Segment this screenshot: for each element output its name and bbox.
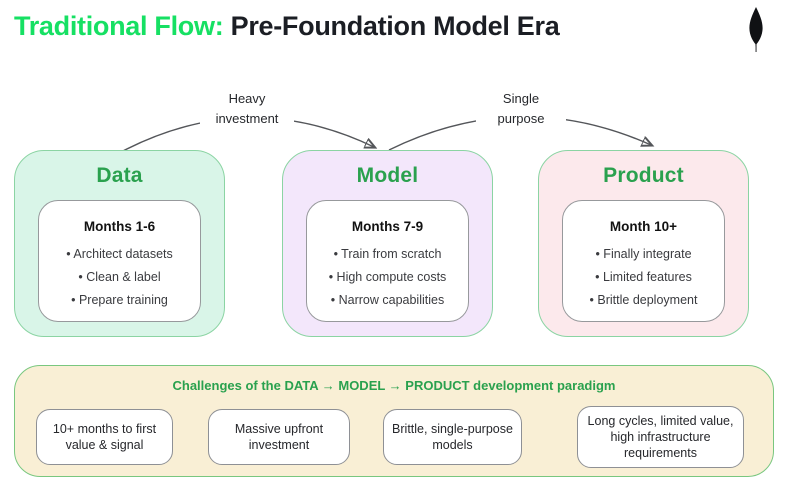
page-title-rest: Pre-Foundation Model Era (223, 11, 560, 41)
stage-period: Months 7-9 (351, 219, 424, 234)
arrow-label-single-purpose: Single purpose (476, 89, 566, 129)
arrow-label-heavy-investment: Heavy investment (200, 89, 294, 129)
stage-box-product: Product Month 10+ • Finally integrate • … (538, 150, 749, 337)
mongodb-leaf-icon (745, 6, 767, 54)
stage-item: • Architect datasets (66, 247, 173, 261)
stage-item-list: • Train from scratch • High compute cost… (307, 243, 468, 312)
challenges-panel: Challenges of the DATA → MODEL → PRODUCT… (14, 365, 774, 477)
page-title: Traditional Flow: Pre-Foundation Model E… (14, 11, 560, 42)
stage-item: • Narrow capabilities (330, 293, 445, 307)
stage-period: Month 10+ (609, 219, 678, 234)
stage-title-model: Model (356, 164, 419, 187)
stage-detail-card: Month 10+ • Finally integrate • Limited … (562, 200, 725, 322)
stage-item: • Prepare training (71, 293, 168, 307)
stage-period: Months 1-6 (83, 219, 156, 234)
stage-item: • Brittle deployment (589, 293, 698, 307)
stage-detail-card: Months 1-6 • Architect datasets • Clean … (38, 200, 201, 322)
challenge-card: Long cycles, limited value, high infrast… (577, 406, 744, 468)
stage-item: • High compute costs (328, 270, 447, 284)
stage-title-product: Product (603, 164, 684, 187)
challenge-card: Brittle, single-purpose models (383, 409, 522, 465)
stage-item-list: • Architect datasets • Clean & label • P… (39, 243, 200, 312)
challenge-card: 10+ months to first value & signal (36, 409, 173, 465)
stage-item: • Train from scratch (333, 247, 442, 261)
stage-box-data: Data Months 1-6 • Architect datasets • C… (14, 150, 225, 337)
stage-item: • Clean & label (78, 270, 161, 284)
challenge-card: Massive upfront investment (208, 409, 350, 465)
stage-box-model: Model Months 7-9 • Train from scratch • … (282, 150, 493, 337)
stage-detail-card: Months 7-9 • Train from scratch • High c… (306, 200, 469, 322)
stage-item-list: • Finally integrate • Limited features •… (563, 243, 724, 312)
challenges-title: Challenges of the DATA → MODEL → PRODUCT… (172, 378, 616, 393)
stage-title-data: Data (96, 164, 143, 187)
stage-item: • Limited features (595, 270, 692, 284)
page-title-highlight: Traditional Flow: (14, 11, 224, 41)
stage-item: • Finally integrate (595, 247, 692, 261)
